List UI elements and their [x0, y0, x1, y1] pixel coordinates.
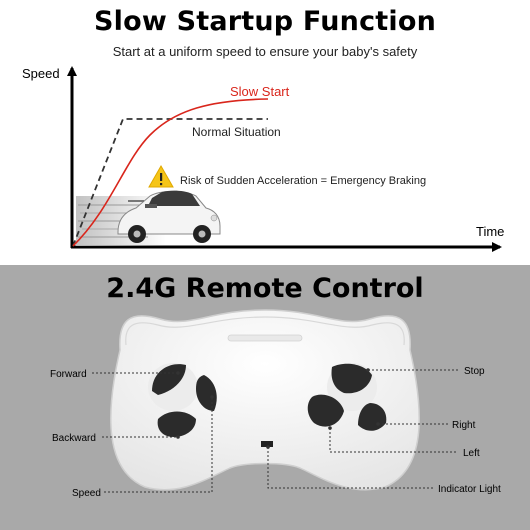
stop-button[interactable] [331, 363, 373, 394]
warning-text: Risk of Sudden Acceleration = Emergency … [180, 175, 426, 187]
x-axis-label: Time [476, 224, 504, 239]
forward-label: Forward [50, 369, 87, 380]
normal-situation-line [72, 118, 268, 247]
remote-shell [110, 309, 420, 491]
leader-lines [92, 369, 458, 493]
right-label: Right [452, 420, 476, 431]
speed-label: Speed [72, 488, 101, 499]
y-axis-label: Speed [22, 66, 60, 81]
car-icon [117, 190, 221, 243]
remote-control-diagram: Forward Backward Speed Stop Right Left I… [50, 309, 501, 499]
slow-startup-section: Slow Startup Function Start at a uniform… [0, 0, 530, 262]
section-divider [0, 262, 530, 265]
slow-start-label: Slow Start [230, 84, 290, 99]
stop-label: Stop [464, 366, 485, 377]
leader-dots [176, 368, 380, 449]
indicator-light-label: Indicator Light [438, 484, 501, 495]
left-button[interactable] [307, 394, 344, 427]
indicator-light [261, 441, 273, 447]
brand-plate [227, 334, 303, 342]
left-label: Left [463, 448, 480, 459]
slow-start-curve [72, 98, 269, 247]
slow-startup-subtitle: Start at a uniform speed to ensure your … [112, 44, 418, 59]
speed-time-graph: Speed Time Normal Situation Slow Start [22, 66, 504, 252]
warning-icon [148, 164, 174, 188]
backward-button[interactable] [157, 411, 196, 438]
remote-control-section: 2.4G Remote Control [0, 265, 530, 530]
remote-title: 2.4G Remote Control [106, 273, 424, 304]
normal-situation-label: Normal Situation [192, 125, 281, 139]
slow-startup-title: Slow Startup Function [93, 6, 437, 37]
backward-label: Backward [52, 433, 96, 444]
right-button-cluster [307, 363, 387, 431]
